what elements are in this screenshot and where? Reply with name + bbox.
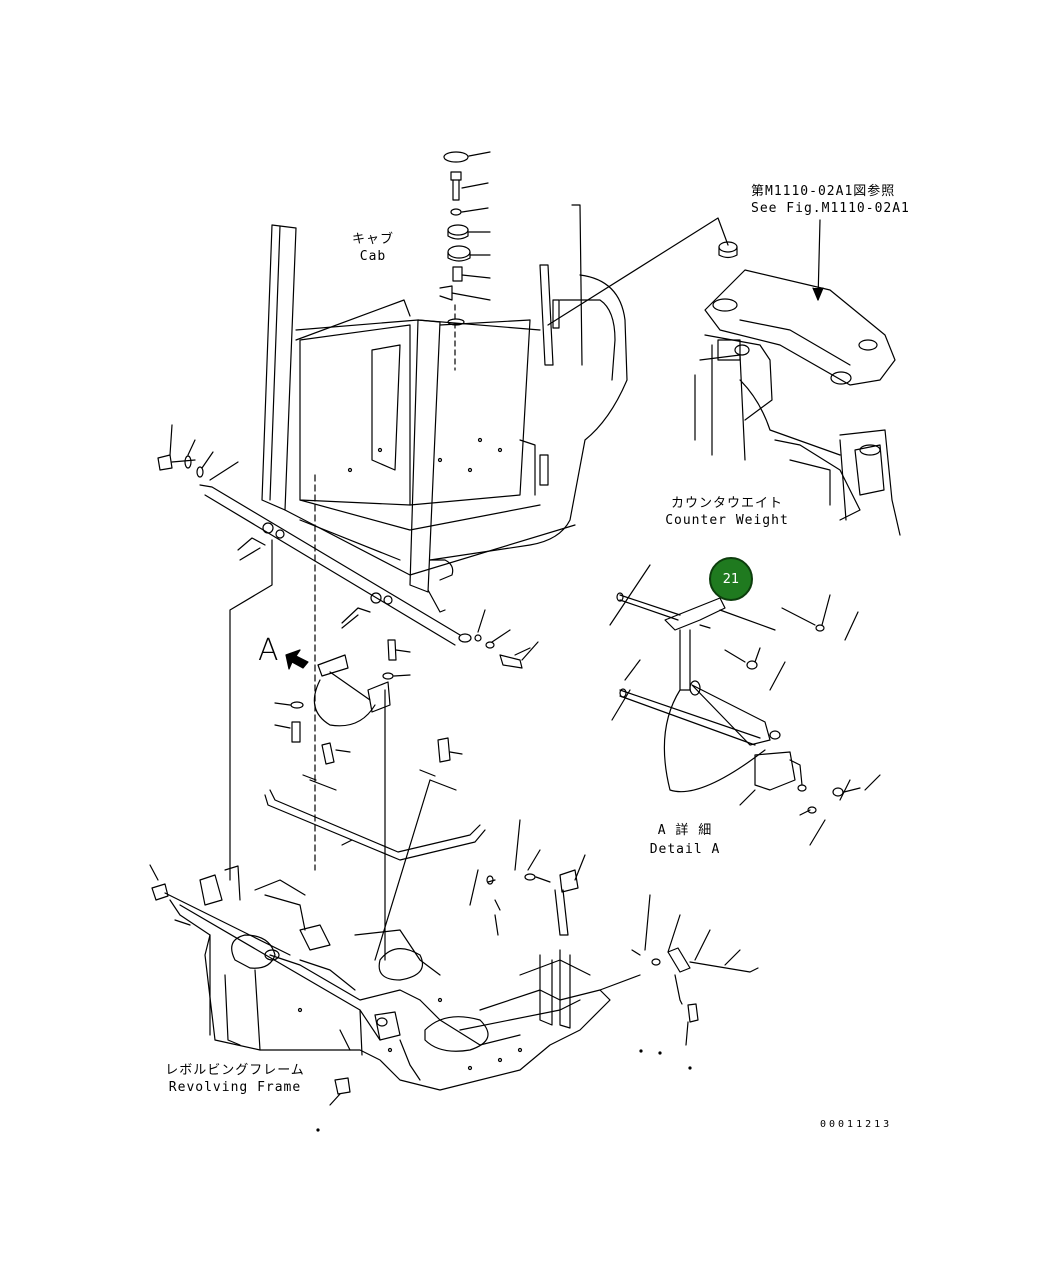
part-callout-21[interactable]: 21 bbox=[709, 557, 753, 601]
mark-dot bbox=[639, 1049, 643, 1053]
mark-dot bbox=[688, 1066, 692, 1070]
counterweight-label-jp: カウンタウエイト bbox=[670, 496, 783, 511]
revolving-frame-label-en: Revolving Frame bbox=[168, 1080, 302, 1095]
counterweight-label-en: Counter Weight bbox=[665, 513, 789, 528]
mark-dot bbox=[658, 1051, 662, 1055]
mount-stack bbox=[439, 151, 491, 371]
counterweight-structure bbox=[694, 241, 901, 536]
drawing-code: 00011213 bbox=[820, 1119, 893, 1130]
mark-dot bbox=[316, 1128, 320, 1132]
revolving-frame bbox=[149, 789, 611, 1106]
see-fig-arrowhead bbox=[812, 287, 824, 301]
detail-a-assembly bbox=[609, 564, 881, 846]
detail-a-marker: A bbox=[258, 633, 279, 668]
detail-label-jp: A 詳 細 bbox=[657, 823, 713, 838]
cab-label-jp: キャブ bbox=[351, 232, 394, 247]
cab-label-en: Cab bbox=[359, 249, 387, 264]
detail-label-en: Detail A bbox=[649, 842, 721, 857]
see-fig-label-en: See Fig.M1110-02A1 bbox=[751, 201, 910, 216]
cab-structure bbox=[261, 204, 628, 613]
revolving-frame-label-jp: レボルビングフレーム bbox=[165, 1063, 305, 1078]
lock-assembly bbox=[599, 894, 759, 1046]
see-fig-arrow bbox=[817, 219, 821, 301]
detail-a-arrow bbox=[285, 649, 309, 670]
small-bracket-assembly bbox=[274, 639, 463, 791]
guide-lines bbox=[229, 474, 431, 961]
lever-assembly bbox=[469, 819, 586, 936]
leader-line bbox=[547, 217, 729, 326]
left-fasteners bbox=[157, 424, 539, 669]
see-fig-label-jp: 第M1110-02A1図参照 bbox=[751, 184, 896, 199]
